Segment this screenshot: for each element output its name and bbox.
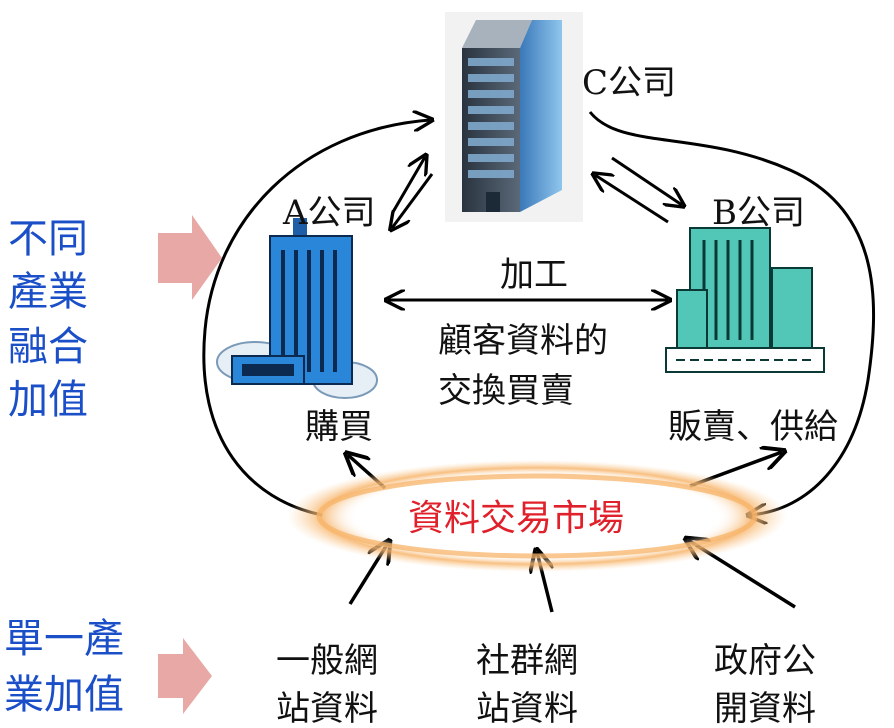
left-label-line: 業加值: [4, 672, 124, 718]
buy-label: 購買: [305, 407, 373, 447]
source-social-line1: 社群網: [476, 641, 578, 681]
left-label-line: 產業: [8, 269, 88, 315]
svg-text:單一產: 單一產: [4, 616, 124, 662]
arrow-c-to-a: [392, 173, 434, 228]
process-label: 加工: [500, 255, 568, 295]
left-label-line: 加值: [8, 377, 88, 423]
company-c-building-icon: [445, 12, 583, 222]
company-b-label: B公司: [712, 193, 805, 233]
left-loop-curve: [202, 120, 430, 517]
sell-label: 販賣、供給: [668, 407, 838, 447]
svg-text:不同: 不同: [8, 216, 88, 262]
arrow-a-to-c: [391, 157, 425, 213]
svg-text:融合: 融合: [8, 324, 88, 370]
company-c-label: C公司: [582, 63, 676, 103]
right-loop-curve: [588, 111, 875, 515]
svg-text:業加值: 業加值: [4, 672, 124, 718]
market-label: 資料交易市場: [408, 498, 624, 539]
arrow-c-to-b: [611, 156, 682, 205]
exchange-label-line2: 交換買賣: [438, 371, 574, 411]
left-label-line: 融合: [8, 324, 88, 370]
pink-arrow-top: [158, 215, 222, 300]
pink-arrow-bottom: [158, 638, 212, 714]
arrow-b-to-c: [595, 175, 669, 224]
source-social-line2: 站資料: [476, 689, 578, 728]
company-b-building-icon: [665, 227, 825, 373]
source-web-line2: 站資料: [276, 689, 378, 728]
market-glow-ring: [287, 460, 787, 572]
source-gov-line2: 開資料: [714, 689, 816, 728]
svg-text:加值: 加值: [8, 377, 88, 423]
exchange-label-line1: 顧客資料的: [438, 321, 608, 361]
left-label-line: 不同: [8, 216, 88, 262]
source-web-line1: 一般網: [276, 641, 378, 681]
company-a-building-icon: [216, 218, 378, 399]
source-gov-line1: 政府公: [714, 641, 816, 681]
company-a-label: A公司: [282, 193, 376, 233]
left-label-line: 單一產: [4, 616, 124, 662]
market-ring: [316, 473, 758, 559]
svg-text:產業: 產業: [8, 269, 88, 315]
